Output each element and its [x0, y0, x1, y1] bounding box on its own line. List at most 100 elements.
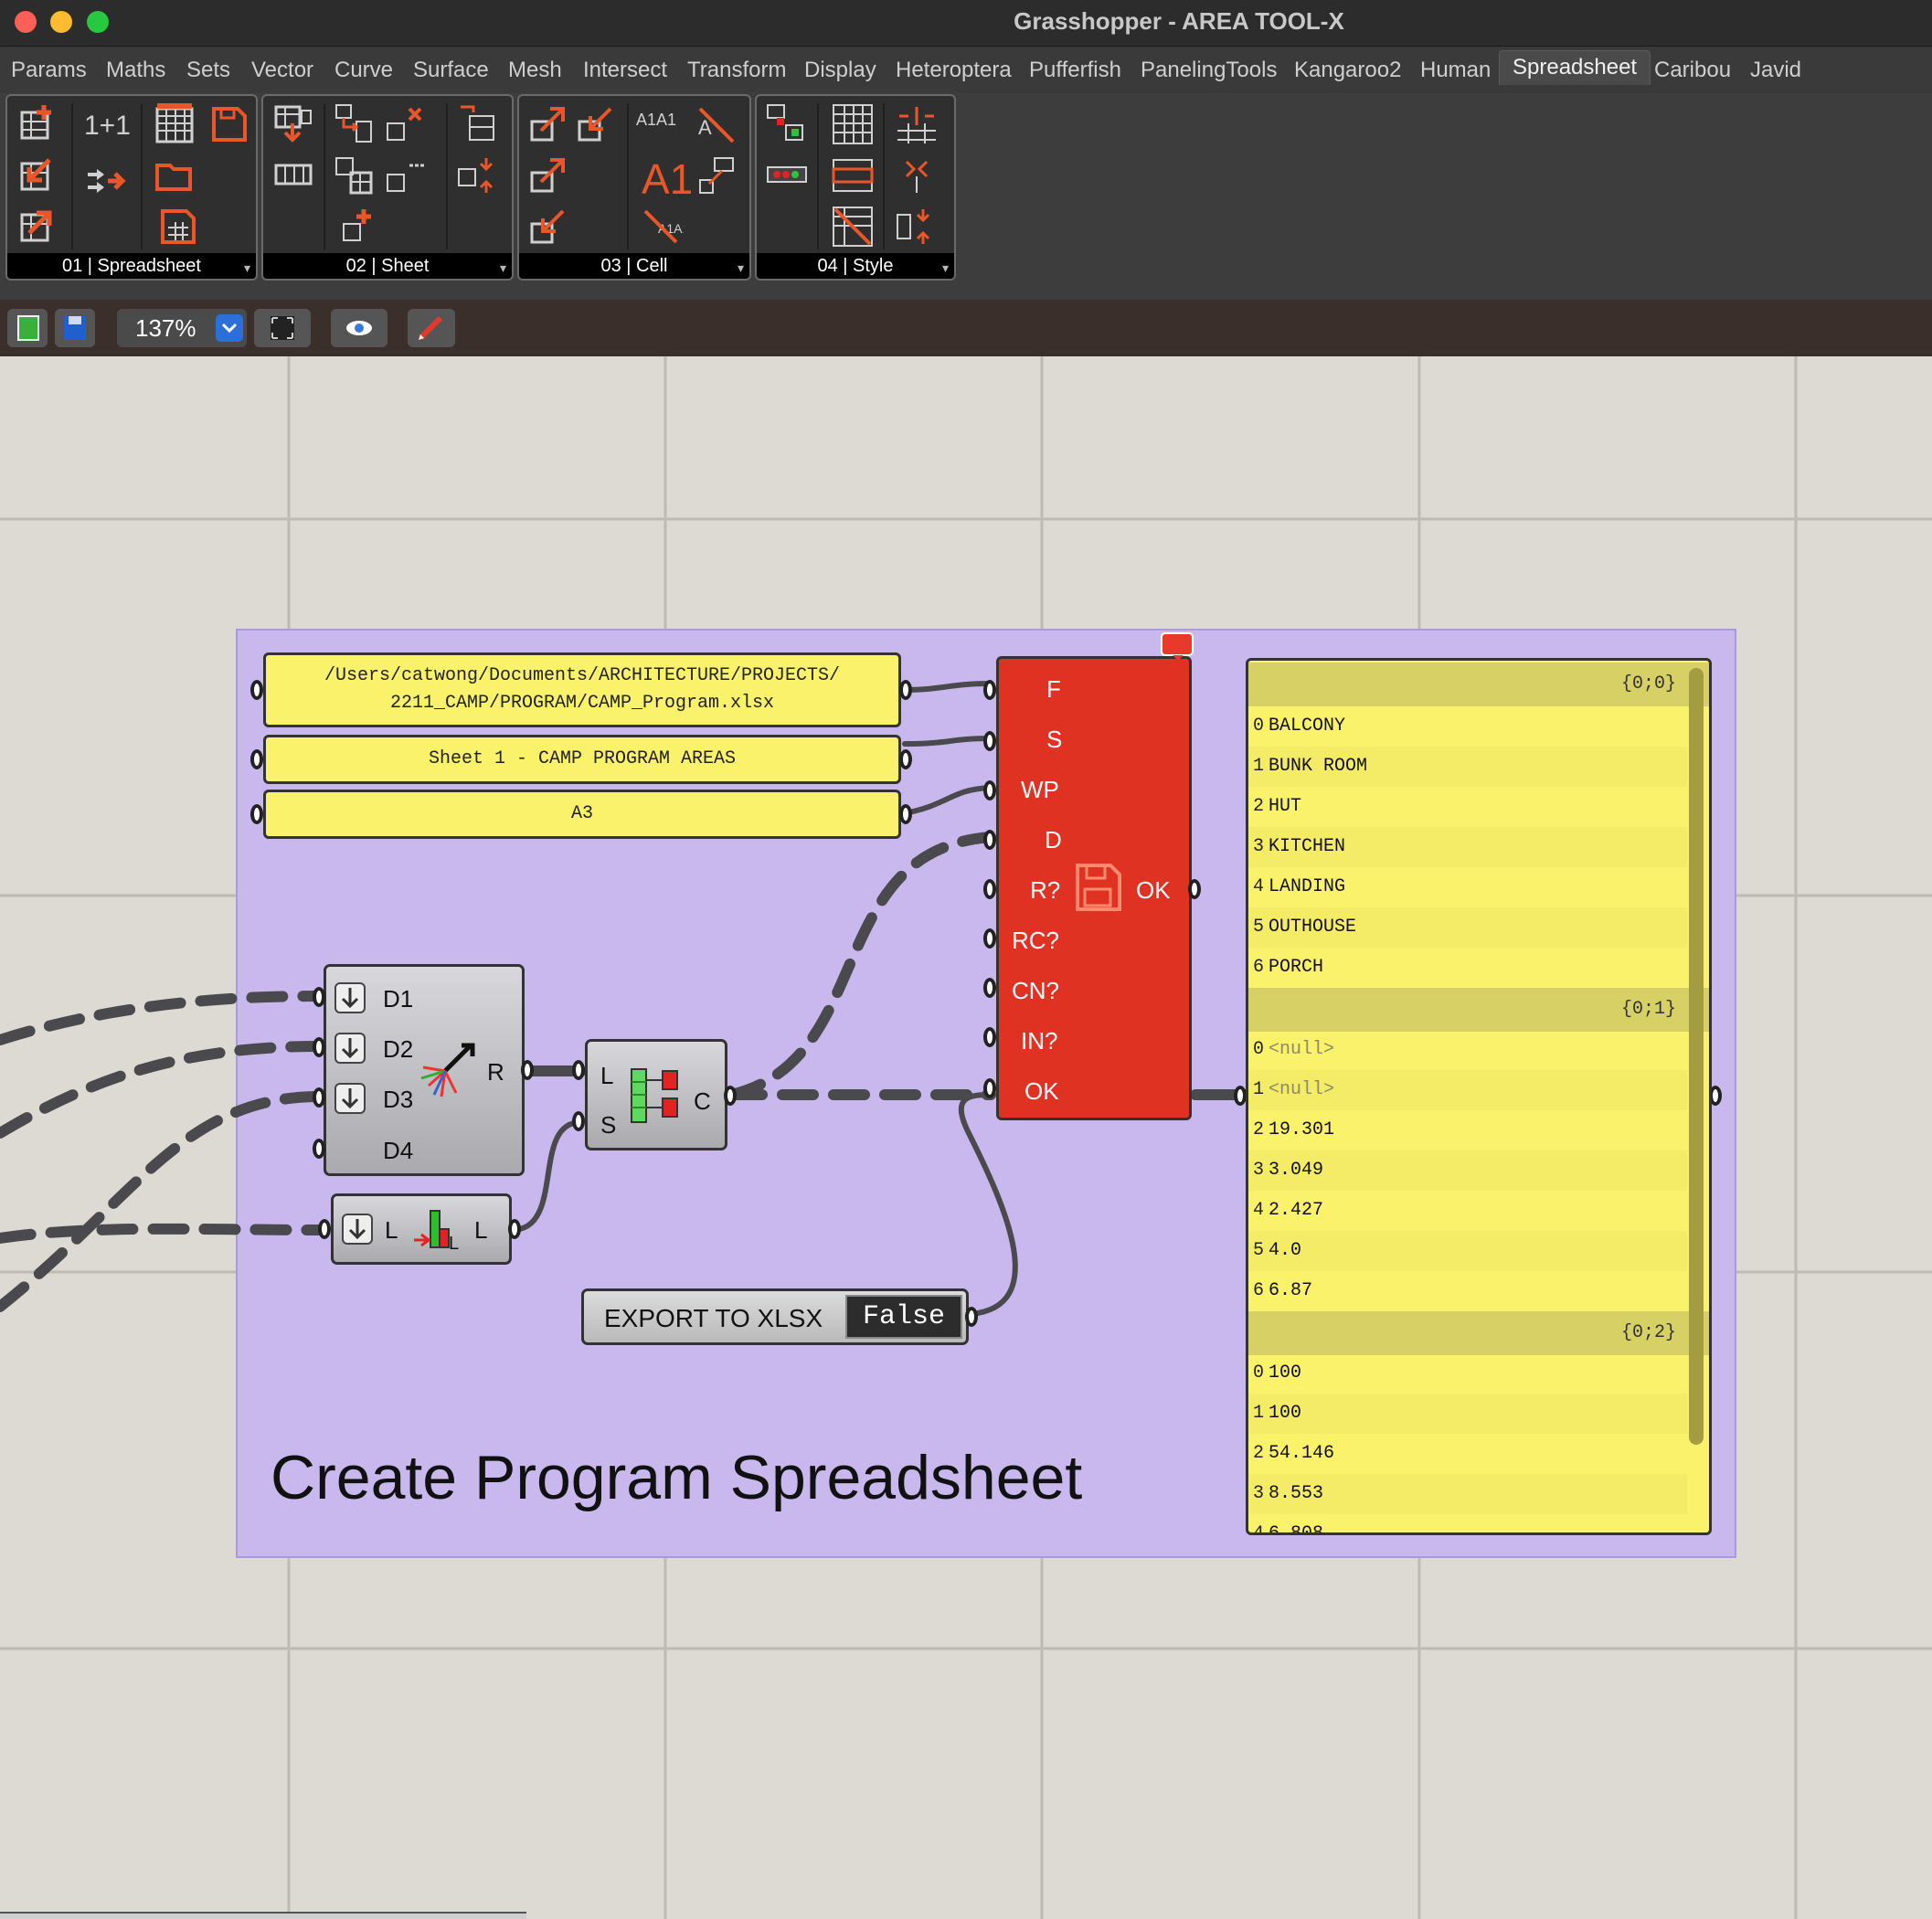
toggle-value[interactable]: False — [845, 1295, 962, 1339]
tab-human[interactable]: Human — [1420, 58, 1491, 82]
cull-pattern-component[interactable]: L S C — [585, 1039, 727, 1150]
merge-arrows-icon[interactable] — [84, 160, 126, 202]
save-workbook-icon[interactable] — [208, 103, 250, 145]
output-grip[interactable] — [1188, 879, 1201, 899]
input-grip[interactable] — [572, 1111, 585, 1131]
input-d2[interactable]: D2 — [383, 1035, 414, 1063]
cell-out-icon[interactable] — [528, 103, 570, 145]
input-grip[interactable] — [983, 731, 996, 751]
zoom-extents-button[interactable] — [254, 309, 311, 347]
input-grip[interactable] — [983, 1027, 996, 1047]
write-workbook-icon[interactable] — [16, 206, 58, 248]
delete-sheet-icon[interactable] — [384, 103, 426, 145]
input-grip[interactable] — [983, 780, 996, 800]
row-height-icon[interactable] — [896, 154, 938, 196]
add-icon[interactable]: 1+1 — [84, 111, 131, 141]
expand-arrow-icon[interactable]: ▾ — [737, 260, 744, 275]
clear-cell-address-icon[interactable]: A1A1 — [642, 206, 684, 248]
spreadsheet-grid-icon[interactable] — [154, 103, 196, 145]
sheet-list-icon[interactable] — [384, 154, 426, 196]
warning-balloon-icon[interactable] — [1160, 631, 1196, 663]
input-grip[interactable] — [983, 1078, 996, 1098]
output-ok[interactable]: OK — [1136, 876, 1171, 904]
export-toggle[interactable]: EXPORT TO XLSX False — [581, 1288, 969, 1345]
resize-sheet-icon[interactable] — [457, 103, 499, 145]
merge-component[interactable]: D1 D2 D3 D4 R — [324, 964, 525, 1176]
column-width-icon[interactable] — [896, 103, 938, 145]
input-grip[interactable] — [250, 804, 263, 824]
open-file-button[interactable] — [7, 309, 48, 347]
input-s[interactable]: S — [600, 1111, 617, 1139]
output-grip[interactable] — [899, 680, 912, 700]
input-grip[interactable] — [318, 1219, 331, 1239]
input-grip[interactable] — [1234, 1086, 1247, 1106]
tab-caribou[interactable]: Caribou — [1654, 58, 1732, 82]
input-in[interactable]: IN? — [1021, 1027, 1058, 1055]
input-ok[interactable]: OK — [1024, 1077, 1059, 1105]
output-c[interactable]: C — [694, 1087, 711, 1115]
input-s[interactable]: S — [1046, 726, 1063, 753]
expand-arrow-icon[interactable]: ▾ — [499, 260, 506, 275]
output-r[interactable]: R — [487, 1058, 504, 1086]
input-grip[interactable] — [983, 978, 996, 998]
new-workbook-icon[interactable] — [16, 103, 58, 145]
cell-in-icon[interactable] — [576, 103, 618, 145]
input-grip[interactable] — [313, 1087, 325, 1108]
output-grip[interactable] — [899, 804, 912, 824]
output-grip[interactable] — [521, 1060, 534, 1080]
color-cells-icon[interactable] — [766, 103, 808, 145]
minimize-window-button[interactable] — [50, 11, 72, 33]
grid-style-icon[interactable] — [832, 103, 874, 145]
input-rc[interactable]: RC? — [1012, 927, 1060, 954]
sketch-button[interactable] — [408, 309, 455, 347]
tab-vector[interactable]: Vector — [251, 58, 314, 82]
tab-sets[interactable]: Sets — [186, 58, 231, 82]
cell-range-icon[interactable] — [696, 154, 738, 196]
input-l[interactable]: L — [385, 1216, 398, 1244]
cell-address-icon[interactable]: A1A1 — [636, 111, 677, 129]
save-file-button[interactable] — [55, 309, 95, 347]
cell-read-icon[interactable] — [528, 206, 570, 248]
input-d4[interactable]: D4 — [383, 1137, 414, 1164]
tab-maths[interactable]: Maths — [106, 58, 166, 82]
input-d1[interactable]: D1 — [383, 985, 414, 1013]
tab-spreadsheet[interactable]: Spreadsheet — [1499, 50, 1651, 85]
zoom-level-dropdown[interactable]: 137% — [117, 309, 247, 347]
cell-address-panel[interactable]: A3 — [263, 790, 901, 839]
preview-toggle-button[interactable] — [331, 309, 387, 347]
clear-style-icon[interactable] — [832, 206, 874, 248]
zoom-window-button[interactable] — [87, 11, 109, 33]
output-grip[interactable] — [508, 1219, 521, 1239]
input-grip[interactable] — [250, 680, 263, 700]
tab-mesh[interactable]: Mesh — [508, 58, 562, 82]
list-length-component[interactable]: L L L — [331, 1193, 512, 1265]
expand-arrow-icon[interactable]: ▾ — [243, 260, 250, 275]
input-d3[interactable]: D3 — [383, 1086, 414, 1113]
sheet-row-icon[interactable] — [272, 154, 314, 196]
tab-display[interactable]: Display — [804, 58, 876, 82]
sheet-flow-icon[interactable] — [334, 103, 377, 145]
write-spreadsheet-component[interactable]: F S WP D R? RC? CN? IN? OK OK — [996, 632, 1194, 1120]
input-grip[interactable] — [983, 879, 996, 899]
cell-write-icon[interactable] — [528, 154, 570, 196]
input-r[interactable]: R? — [1030, 876, 1061, 904]
expand-arrow-icon[interactable]: ▾ — [941, 260, 949, 275]
color-bar-icon[interactable] — [766, 154, 808, 196]
input-grip[interactable] — [983, 680, 996, 700]
tab-params[interactable]: Params — [11, 58, 87, 82]
input-grip[interactable] — [250, 749, 263, 769]
tab-curve[interactable]: Curve — [334, 58, 394, 82]
insert-sheet-icon[interactable] — [340, 206, 382, 248]
fit-cells-icon[interactable] — [896, 206, 938, 248]
tab-kangaroo2[interactable]: Kangaroo2 — [1294, 58, 1402, 82]
close-window-button[interactable] — [15, 11, 37, 33]
tab-javid[interactable]: Javid — [1750, 58, 1802, 82]
clear-cell-icon[interactable]: A — [696, 103, 738, 145]
input-l[interactable]: L — [600, 1062, 614, 1089]
add-sheet-icon[interactable] — [272, 103, 314, 145]
input-grip[interactable] — [313, 1037, 325, 1057]
copy-sheet-icon[interactable] — [334, 154, 377, 196]
input-grip[interactable] — [983, 928, 996, 949]
tab-intersect[interactable]: Intersect — [583, 58, 668, 82]
